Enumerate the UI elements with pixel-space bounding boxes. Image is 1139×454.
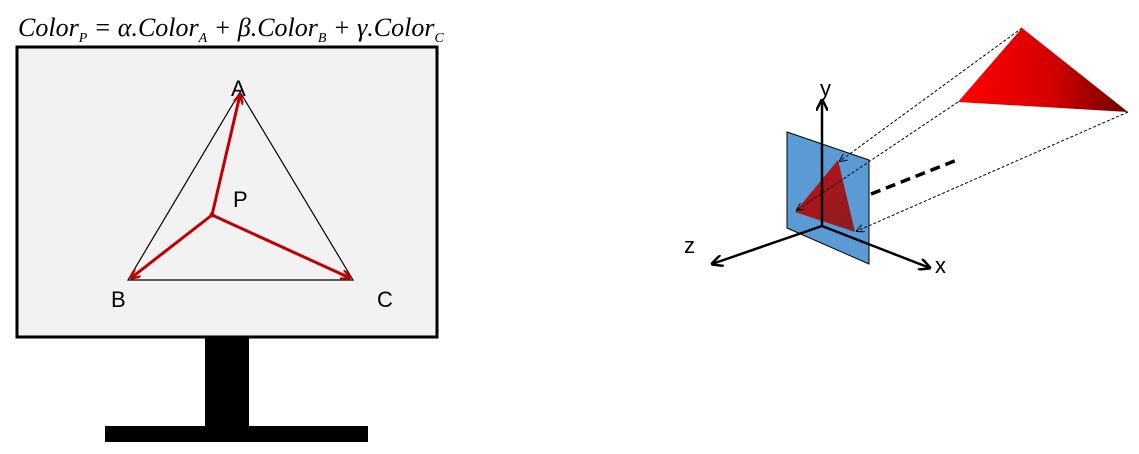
projection-scene: y x z (684, 27, 1129, 278)
barycentric-formula: ColorP = α.ColorA + β.ColorB + γ.ColorC (18, 13, 444, 46)
label-p: P (233, 187, 248, 212)
triangle-abc (126, 90, 355, 281)
label-b: B (111, 287, 126, 312)
monitor-neck (205, 337, 249, 427)
label-a: A (231, 76, 246, 101)
point-p (209, 212, 215, 218)
monitor-base (105, 426, 368, 442)
projection-ray-left (797, 101, 959, 210)
projected-triangle (795, 160, 855, 232)
view-direction-line (870, 158, 958, 196)
label-c: C (377, 287, 393, 312)
label-y-axis: y (820, 76, 831, 101)
barycentric-arrows (131, 95, 350, 278)
label-z-axis: z (684, 233, 695, 258)
arrow-p-to-b (131, 213, 213, 278)
source-triangle (958, 28, 1128, 112)
projection-ray-right (857, 111, 1129, 231)
x-axis (821, 224, 930, 268)
label-x-axis: x (935, 253, 946, 278)
projection-ray-top (840, 27, 1023, 161)
arrow-p-to-c (211, 213, 350, 278)
monitor (15, 45, 439, 442)
z-axis (712, 224, 823, 264)
arrow-p-to-a (210, 95, 240, 216)
monitor-screen (15, 45, 439, 339)
